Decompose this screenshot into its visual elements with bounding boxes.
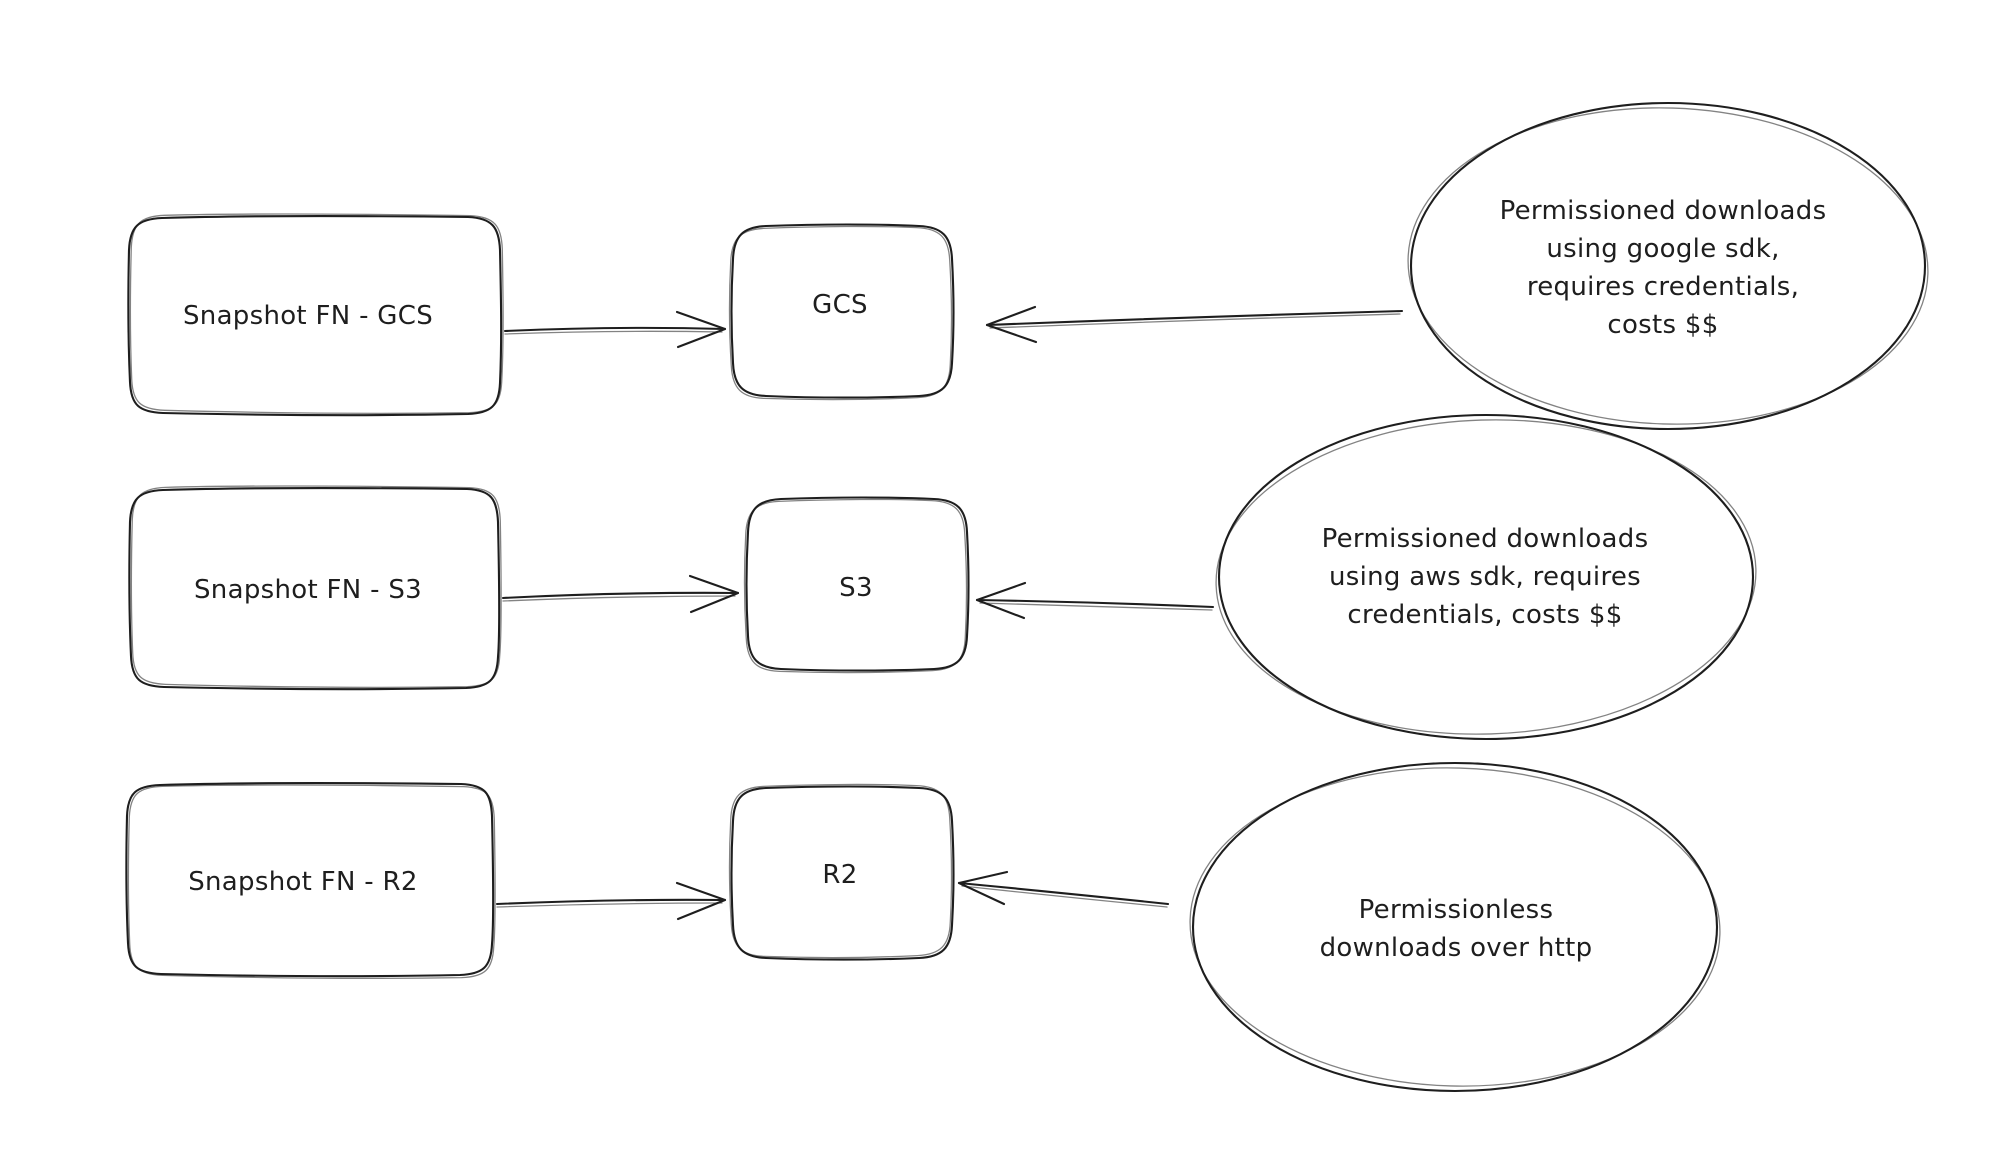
r2-source-box-label: Snapshot FN - R2 <box>188 867 418 897</box>
r2-target-box-shape <box>728 783 955 961</box>
gcs-source-box-label: Snapshot FN - GCS <box>182 301 434 331</box>
r2-arrow-note-to-target <box>957 870 1170 908</box>
s3-target-box-shape <box>743 496 970 674</box>
note-line: Permissioned downloads <box>1499 196 1827 226</box>
note-line: costs $$ <box>1607 310 1719 340</box>
gcs-arrow-note-to-target <box>985 305 1404 344</box>
gcs-target-box-label: GCS <box>812 290 868 320</box>
note-line: downloads over http <box>1319 933 1593 963</box>
r2-source-box-shape <box>125 781 496 979</box>
r2-target-box-label: R2 <box>822 860 858 890</box>
r2-note-text: Permissionless downloads over http <box>1320 891 1593 967</box>
r2-arrow-source-to-target <box>495 881 727 921</box>
r2-note-ellipse-shape <box>1189 761 1721 1093</box>
note-line: using aws sdk, requires <box>1328 562 1642 592</box>
note-line: Permissioned downloads <box>1321 524 1649 554</box>
note-line: credentials, costs $$ <box>1347 600 1623 630</box>
gcs-note-text: Permissioned downloads using google sdk,… <box>1500 192 1827 344</box>
s3-arrow-note-to-target <box>975 581 1215 620</box>
note-line: requires credentials, <box>1526 272 1800 302</box>
s3-source-box-label: Snapshot FN - S3 <box>194 575 422 605</box>
gcs-target-box-shape <box>728 223 955 401</box>
s3-target-box-label: S3 <box>839 573 873 603</box>
s3-note-text: Permissioned downloads using aws sdk, re… <box>1322 520 1649 634</box>
gcs-source-box-shape <box>127 213 504 417</box>
gcs-note-ellipse-shape <box>1407 101 1929 431</box>
note-line: using google sdk, <box>1546 234 1780 264</box>
s3-source-box-shape <box>128 485 502 691</box>
s3-arrow-source-to-target <box>501 574 740 614</box>
gcs-arrow-source-to-target <box>503 310 727 349</box>
note-line: Permissionless <box>1358 895 1554 925</box>
s3-note-ellipse-shape <box>1215 413 1757 741</box>
